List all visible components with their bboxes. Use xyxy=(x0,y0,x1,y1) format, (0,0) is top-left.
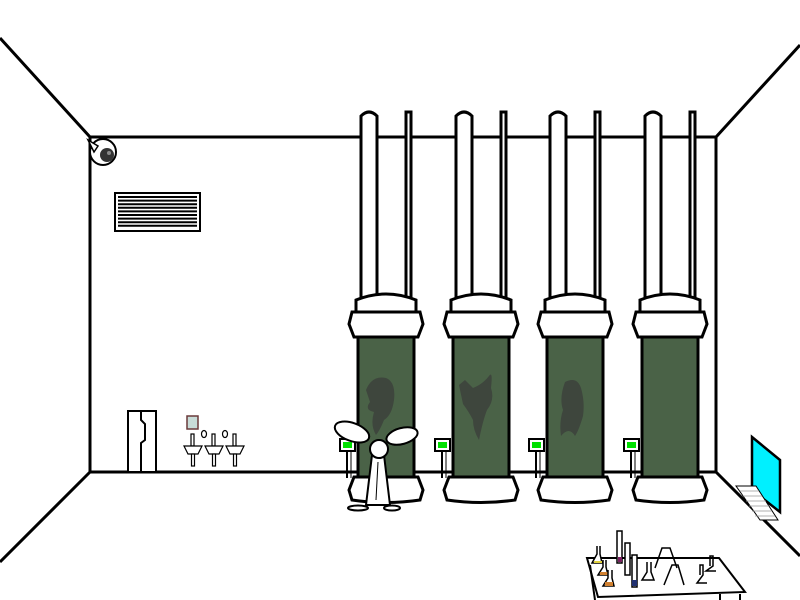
tank-4[interactable] xyxy=(631,110,709,504)
sink[interactable] xyxy=(204,429,229,467)
fan-character[interactable] xyxy=(332,417,420,512)
sinks[interactable] xyxy=(183,429,245,467)
security-camera-icon[interactable] xyxy=(86,138,117,166)
tank-indicator-3[interactable] xyxy=(528,438,545,478)
lab-table[interactable] xyxy=(585,530,747,600)
specimen-silhouette xyxy=(560,380,584,436)
computer[interactable] xyxy=(735,434,782,521)
door[interactable] xyxy=(127,410,157,473)
mirror xyxy=(186,415,199,430)
tank-indicator-2[interactable] xyxy=(434,438,451,478)
sink[interactable] xyxy=(183,429,208,467)
tank-indicator-4[interactable] xyxy=(623,438,640,478)
tank-3[interactable] xyxy=(536,110,614,504)
specimen-silhouette xyxy=(459,374,493,440)
lab-glassware xyxy=(590,530,716,588)
specimen-tanks xyxy=(339,110,709,504)
specimen-silhouette xyxy=(366,377,395,435)
air-vent[interactable] xyxy=(114,192,201,232)
sink[interactable] xyxy=(225,433,245,467)
tank-2[interactable] xyxy=(442,110,520,504)
